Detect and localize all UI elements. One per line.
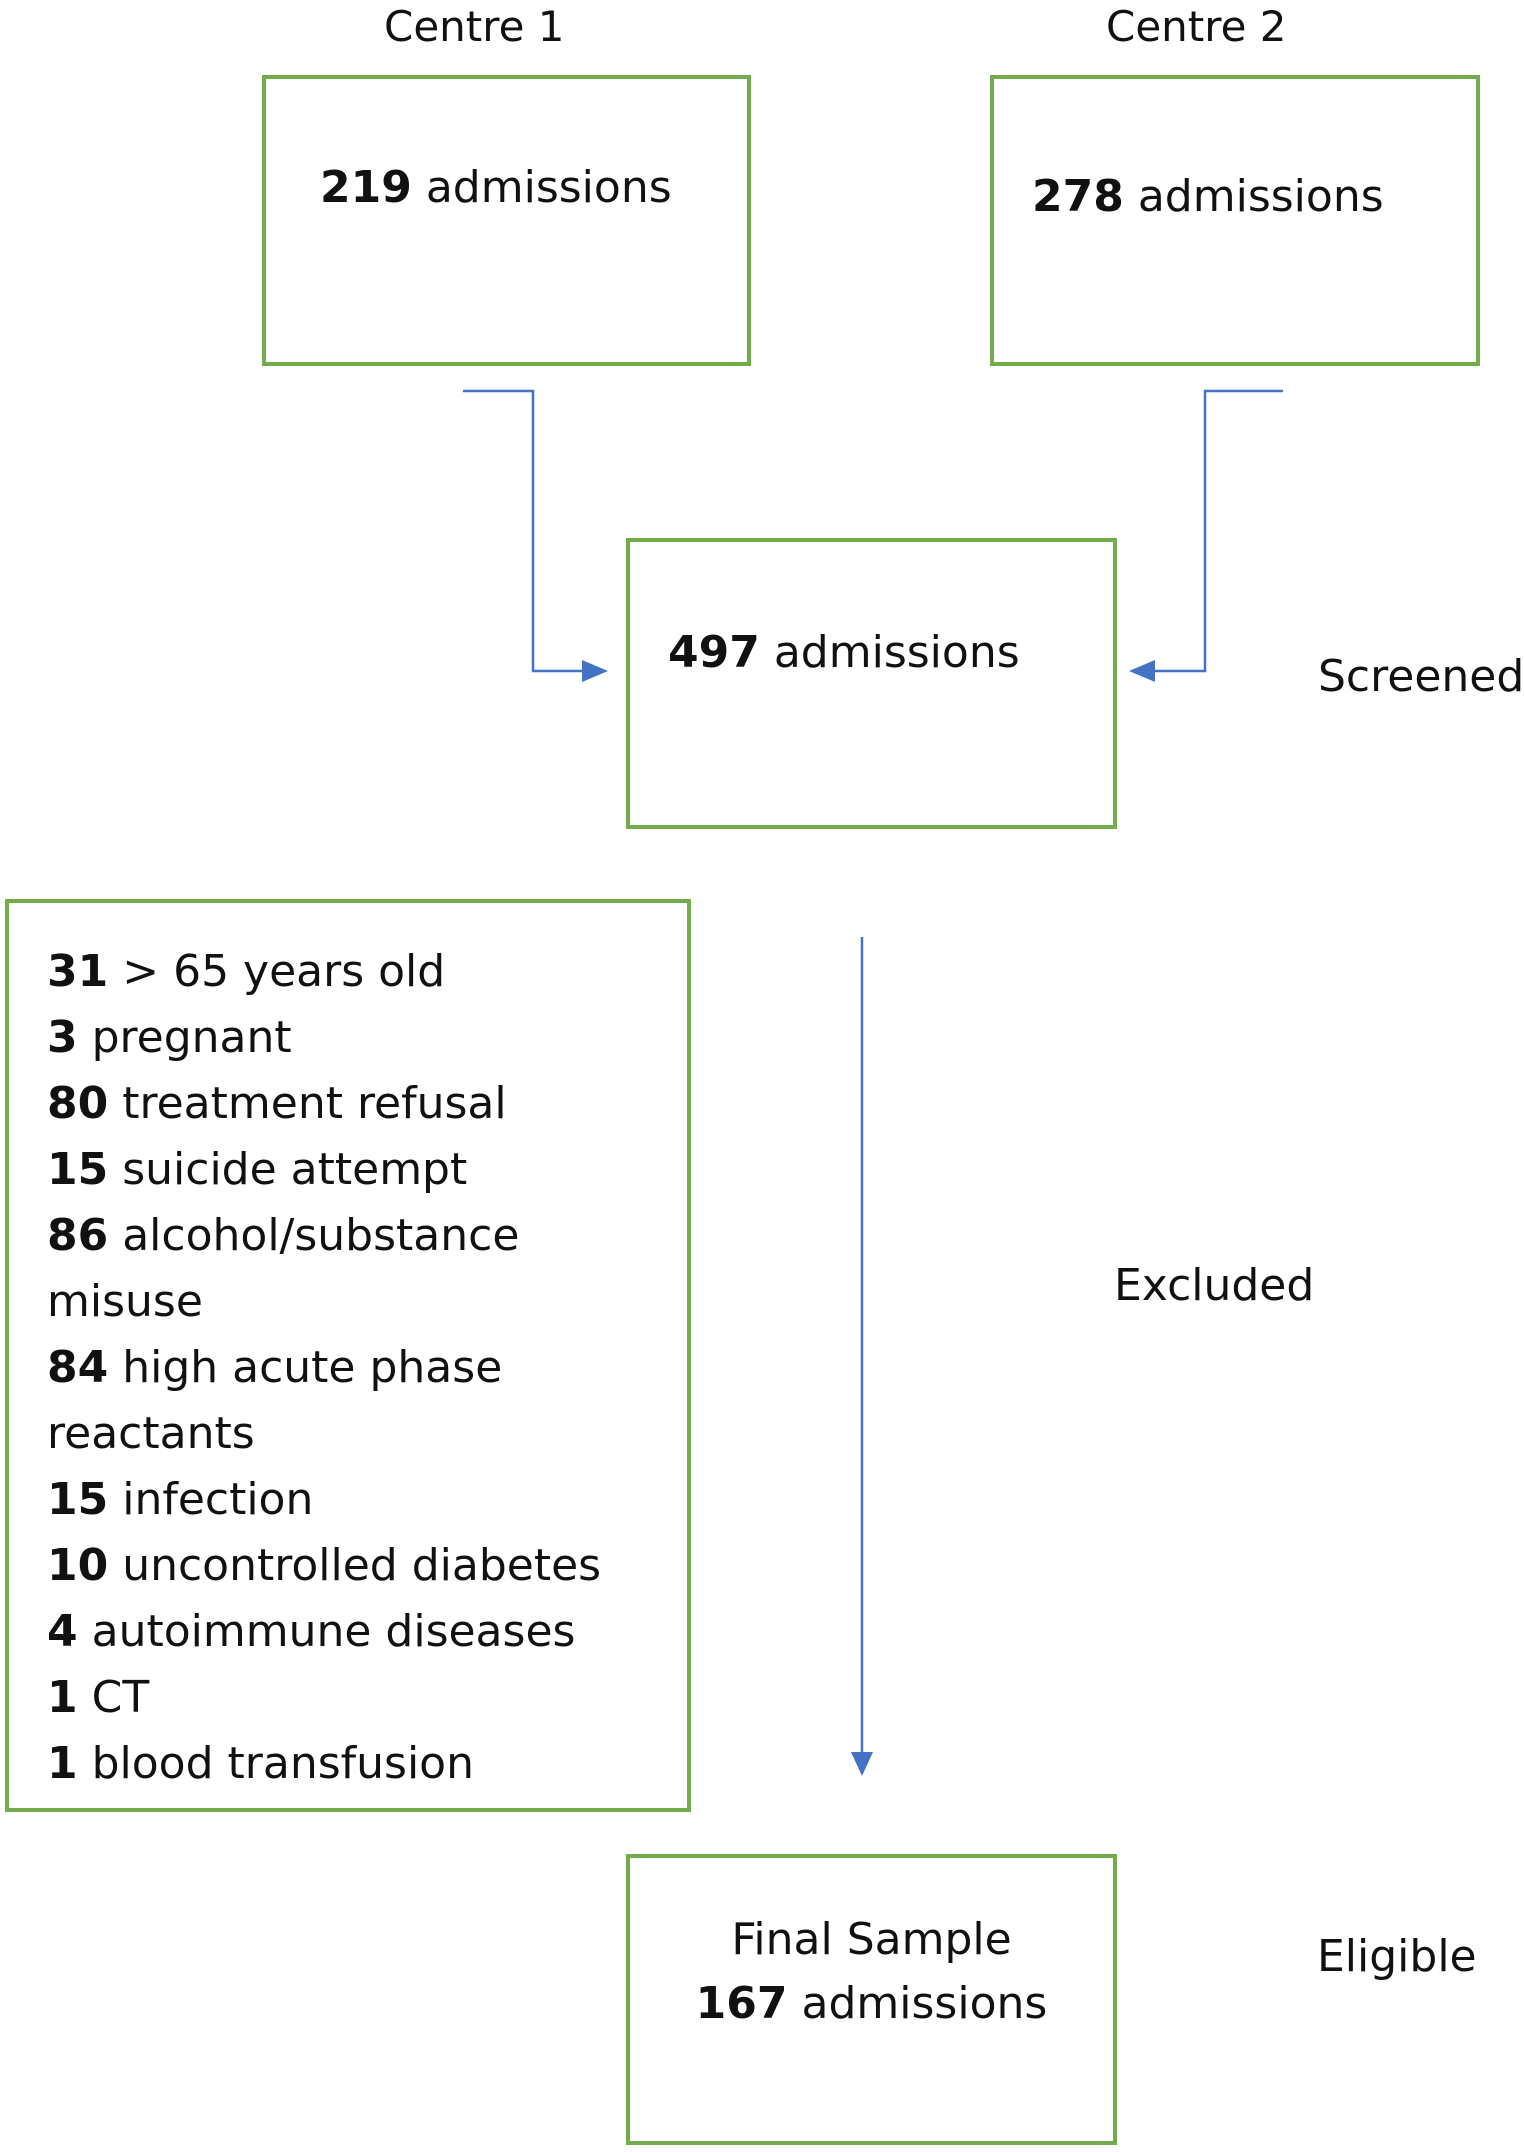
exclusion-count: 3 (47, 1012, 78, 1063)
arrowhead-centre2 (1129, 660, 1155, 682)
exclusion-reason: uncontrolled diabetes (108, 1540, 602, 1591)
exclusion-item: 1 CT (47, 1665, 601, 1731)
screened-count: 497 (668, 627, 760, 678)
final-sample-title: Final Sample (731, 1914, 1012, 1965)
exclusion-item: 80 treatment refusal (47, 1071, 601, 1137)
exclusion-count: 10 (47, 1540, 109, 1591)
exclusion-count: 15 (47, 1474, 109, 1525)
arrowhead-final (851, 1752, 873, 1776)
exclusion-reason: > 65 years old (108, 946, 446, 997)
excluded-stage-label: Excluded (1114, 1260, 1315, 1311)
connector-centre1-to-screened (463, 389, 590, 673)
exclusion-reason: infection (108, 1474, 314, 1525)
exclusion-item: 86 alcohol/substance (47, 1203, 601, 1269)
centre2-heading: Centre 2 (1106, 2, 1287, 51)
centre1-heading: Centre 1 (384, 2, 565, 51)
exclusion-reason: misuse (47, 1276, 203, 1327)
centre2-admissions: 278 admissions (1032, 175, 1384, 219)
screened-box: 497 admissions (626, 538, 1117, 829)
exclusion-item: 10 uncontrolled diabetes (47, 1533, 601, 1599)
final-sample-unit: admissions (787, 1978, 1048, 2029)
exclusion-reason: treatment refusal (108, 1078, 507, 1129)
screened-unit: admissions (759, 627, 1020, 678)
exclusion-count: 15 (47, 1144, 109, 1195)
exclusion-item: 3 pregnant (47, 1005, 601, 1071)
exclusion-item-continuation: misuse (47, 1269, 601, 1335)
exclusion-reason: reactants (47, 1408, 255, 1459)
exclusion-item-continuation: reactants (47, 1401, 601, 1467)
exclusion-count: 84 (47, 1342, 109, 1393)
exclusion-item: 4 autoimmune diseases (47, 1599, 601, 1665)
final-sample-box: Final Sample 167 admissions (626, 1854, 1117, 2145)
exclusion-item: 31 > 65 years old (47, 939, 601, 1005)
connector-centre2-to-screened (1147, 389, 1283, 673)
centre2-box: 278 admissions (990, 75, 1480, 366)
exclusion-item: 15 infection (47, 1467, 601, 1533)
exclusion-reason: alcohol/substance (108, 1210, 520, 1261)
centre2-unit: admissions (1123, 171, 1384, 222)
centre1-count: 219 (320, 162, 412, 213)
exclusion-item: 1 blood transfusion (47, 1731, 601, 1797)
exclusion-reason: CT (77, 1672, 150, 1723)
screened-admissions: 497 admissions (668, 631, 1020, 675)
centre1-box: 219 admissions (262, 75, 751, 366)
eligible-stage-label: Eligible (1317, 1931, 1477, 1982)
final-sample-count: 167 (695, 1978, 788, 2029)
arrowhead-centre1 (582, 660, 608, 682)
exclusion-reason: autoimmune diseases (77, 1606, 576, 1657)
centre1-unit: admissions (411, 162, 672, 213)
exclusion-count: 31 (47, 946, 109, 997)
exclusion-count: 1 (47, 1672, 78, 1723)
final-sample-admissions: 167 admissions (630, 1982, 1113, 2026)
screened-stage-label: Screened (1318, 651, 1524, 702)
exclusion-reason: suicide attempt (108, 1144, 468, 1195)
centre2-count: 278 (1032, 171, 1124, 222)
exclusion-count: 4 (47, 1606, 78, 1657)
exclusion-item: 84 high acute phase (47, 1335, 601, 1401)
exclusion-count: 86 (47, 1210, 109, 1261)
exclusion-count: 1 (47, 1738, 78, 1789)
centre1-admissions: 219 admissions (320, 166, 672, 210)
exclusion-item: 15 suicide attempt (47, 1137, 601, 1203)
exclusion-count: 80 (47, 1078, 109, 1129)
exclusion-reason: blood transfusion (77, 1738, 474, 1789)
exclusion-reason: pregnant (77, 1012, 292, 1063)
exclusion-reason: high acute phase (108, 1342, 503, 1393)
